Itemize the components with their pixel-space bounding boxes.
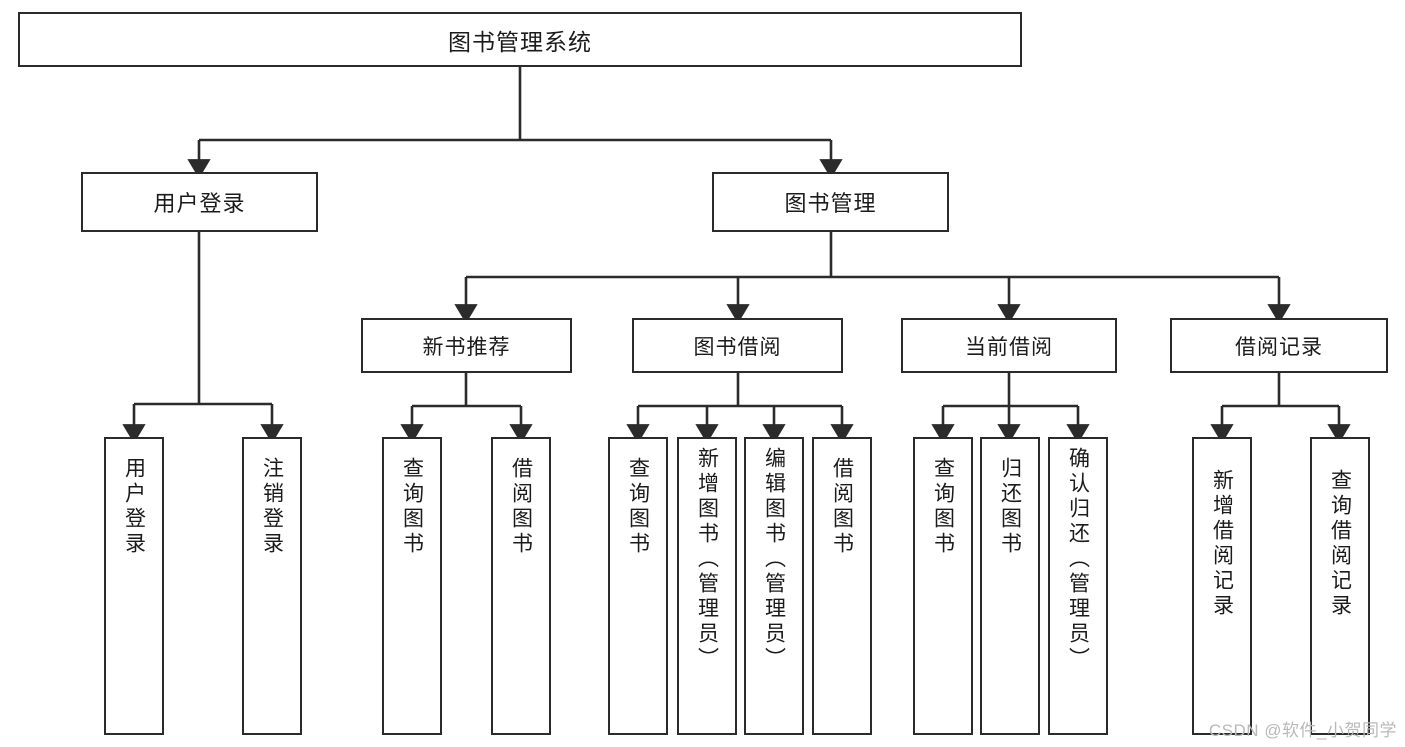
node-label: 当前借阅: [965, 335, 1053, 359]
edges-record-to-leaves: [1210, 373, 1351, 444]
leaf-return-book[interactable]: 归还图书: [980, 437, 1040, 735]
node-book-management[interactable]: 图书管理: [712, 172, 949, 232]
edges-bookmgmt-to-level3: [454, 232, 1291, 324]
leaf-query-book-recommend[interactable]: 查询图书: [382, 437, 442, 735]
edges-userlogin-to-leaves: [122, 232, 284, 444]
node-label: 新增借阅记录: [1210, 469, 1234, 619]
node-label: 用户登录: [153, 191, 246, 216]
node-label: 图书借阅: [693, 335, 782, 359]
node-label: 用户登录: [122, 457, 146, 557]
edges-root-to-level2: [187, 67, 843, 179]
leaf-logout[interactable]: 注销登录: [242, 437, 302, 735]
node-label: 借阅图书: [830, 457, 854, 557]
leaf-confirm-return-admin[interactable]: 确认归还（管理员）: [1048, 437, 1108, 735]
node-label: 查询图书: [400, 457, 424, 557]
node-new-book-recommend[interactable]: 新书推荐: [361, 318, 572, 373]
node-label: 查询借阅记录: [1328, 469, 1352, 619]
leaf-query-borrow-record[interactable]: 查询借阅记录: [1310, 437, 1370, 735]
node-label: 图书管理: [784, 191, 877, 216]
node-user-login[interactable]: 用户登录: [81, 172, 318, 232]
leaf-query-book-borrow[interactable]: 查询图书: [608, 437, 668, 735]
node-label: 新书推荐: [422, 335, 511, 359]
node-book-borrow[interactable]: 图书借阅: [632, 318, 843, 373]
node-label: 归还图书: [998, 457, 1022, 557]
node-root-system[interactable]: 图书管理系统: [18, 12, 1022, 67]
node-label: 图书管理系统: [448, 28, 592, 55]
node-current-borrow[interactable]: 当前借阅: [901, 318, 1117, 373]
leaf-add-borrow-record[interactable]: 新增借阅记录: [1192, 437, 1252, 735]
node-label: 查询图书: [931, 457, 955, 557]
edges-newbook-to-leaves: [400, 373, 533, 444]
leaf-edit-book-admin[interactable]: 编辑图书（管理员）: [744, 437, 804, 735]
edges-current-to-leaves: [931, 373, 1090, 444]
watermark-text: CSDN @软件_小贺同学: [1208, 721, 1397, 740]
node-label: 借阅记录: [1235, 335, 1323, 359]
leaf-add-book-admin[interactable]: 新增图书（管理员）: [677, 437, 737, 735]
node-label: 查询图书: [626, 457, 650, 557]
node-label: 注销登录: [260, 457, 284, 557]
node-label: 编辑图书（管理员）: [762, 447, 786, 672]
node-label: 确认归还（管理员）: [1066, 447, 1090, 672]
leaf-user-login[interactable]: 用户登录: [104, 437, 164, 735]
node-label: 新增图书（管理员）: [695, 447, 719, 672]
leaf-query-book-current[interactable]: 查询图书: [913, 437, 973, 735]
node-borrow-record[interactable]: 借阅记录: [1170, 318, 1388, 373]
node-label: 借阅图书: [509, 457, 533, 557]
leaf-borrow-book-recommend[interactable]: 借阅图书: [491, 437, 551, 735]
leaf-borrow-book[interactable]: 借阅图书: [812, 437, 872, 735]
edges-borrow-to-leaves: [626, 373, 854, 444]
